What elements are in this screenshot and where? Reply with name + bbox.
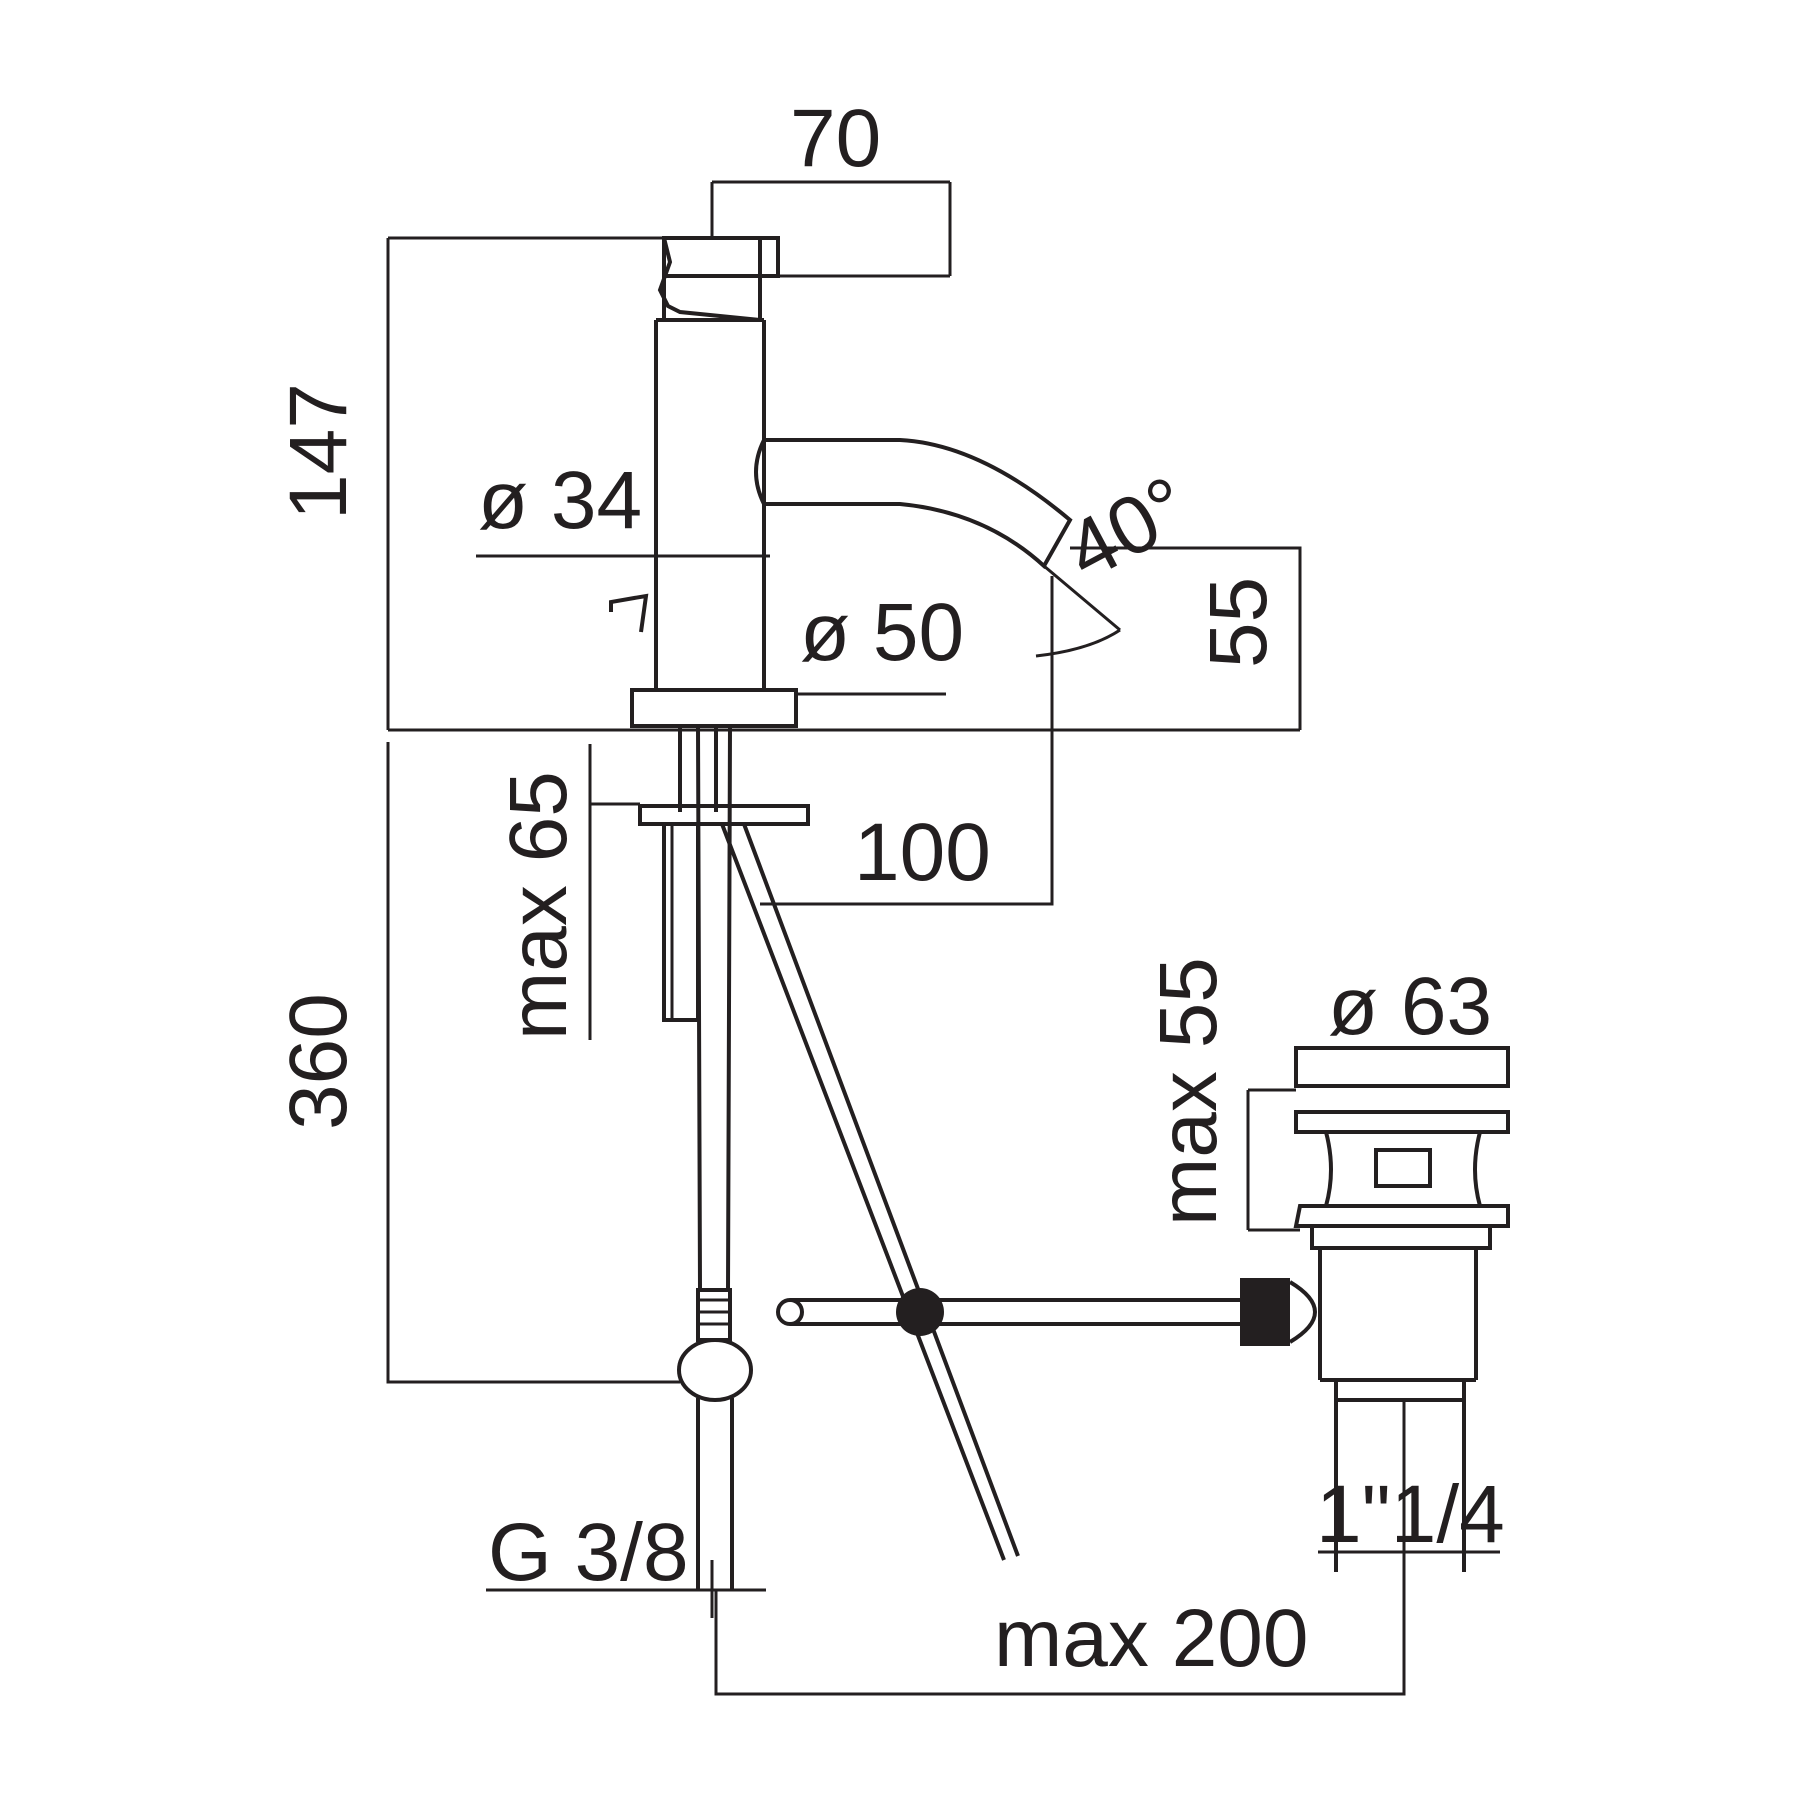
fixing-plate (638, 804, 810, 826)
base-diameter-label: ø 50 (800, 587, 964, 678)
spout-back-curve (754, 439, 766, 505)
rod-nut-dome (1288, 1280, 1317, 1344)
waste-ring (1310, 1226, 1492, 1250)
stem (678, 726, 718, 812)
rod-end (776, 1298, 804, 1326)
under-deck-assembly (638, 725, 1240, 1590)
spout-angle-label: 40° (1052, 459, 1204, 598)
spout-reach-label: 100 (854, 807, 991, 898)
max-deck-thickness-label: max 65 (493, 771, 584, 1040)
dimension-labels: 70 147 ø 34 ø 50 40° 55 100 max 65 360 G… (273, 93, 1505, 1684)
waste-window (1374, 1148, 1432, 1188)
hose-nut (677, 1338, 753, 1402)
base-ring (630, 688, 798, 728)
fixing-bolt (662, 822, 700, 1022)
hose-length-label: 360 (273, 993, 364, 1130)
hose-lower (696, 1398, 734, 1590)
flex-hose (696, 725, 732, 1291)
waste-collar (1293, 1204, 1510, 1228)
handle-cap (662, 238, 762, 320)
spout (764, 438, 1073, 570)
popup-lever (609, 593, 649, 633)
waste-lower-ring (1334, 1378, 1466, 1402)
waste-thickness-label: max 55 (1143, 957, 1234, 1226)
popup-rod (720, 823, 1020, 1561)
waste-thread-label: 1"1/4 (1316, 1469, 1505, 1560)
hose-ferrule (696, 1288, 732, 1342)
waste-cap (1294, 1046, 1510, 1088)
waste-diameter-label: ø 63 (1328, 961, 1492, 1052)
total-height-label: 147 (273, 383, 364, 520)
rod-length-label: max 200 (994, 1593, 1309, 1684)
faucet-body (609, 236, 1073, 728)
rod-clamp (896, 1288, 944, 1336)
body-cylinder (654, 320, 766, 690)
handle-lever (657, 237, 761, 322)
waste-body (1318, 1248, 1478, 1380)
spout-height-label: 55 (1193, 577, 1284, 668)
handle-length-label: 70 (790, 93, 881, 184)
waste-flange (1294, 1110, 1510, 1134)
body-diameter-label: ø 34 (478, 455, 642, 546)
connection-thread-label: G 3/8 (488, 1507, 689, 1598)
waste-rod (790, 1298, 1240, 1326)
rod-nut (1240, 1278, 1290, 1346)
dimension-lines (386, 180, 1500, 1696)
waste-cage (1324, 1131, 1482, 1207)
